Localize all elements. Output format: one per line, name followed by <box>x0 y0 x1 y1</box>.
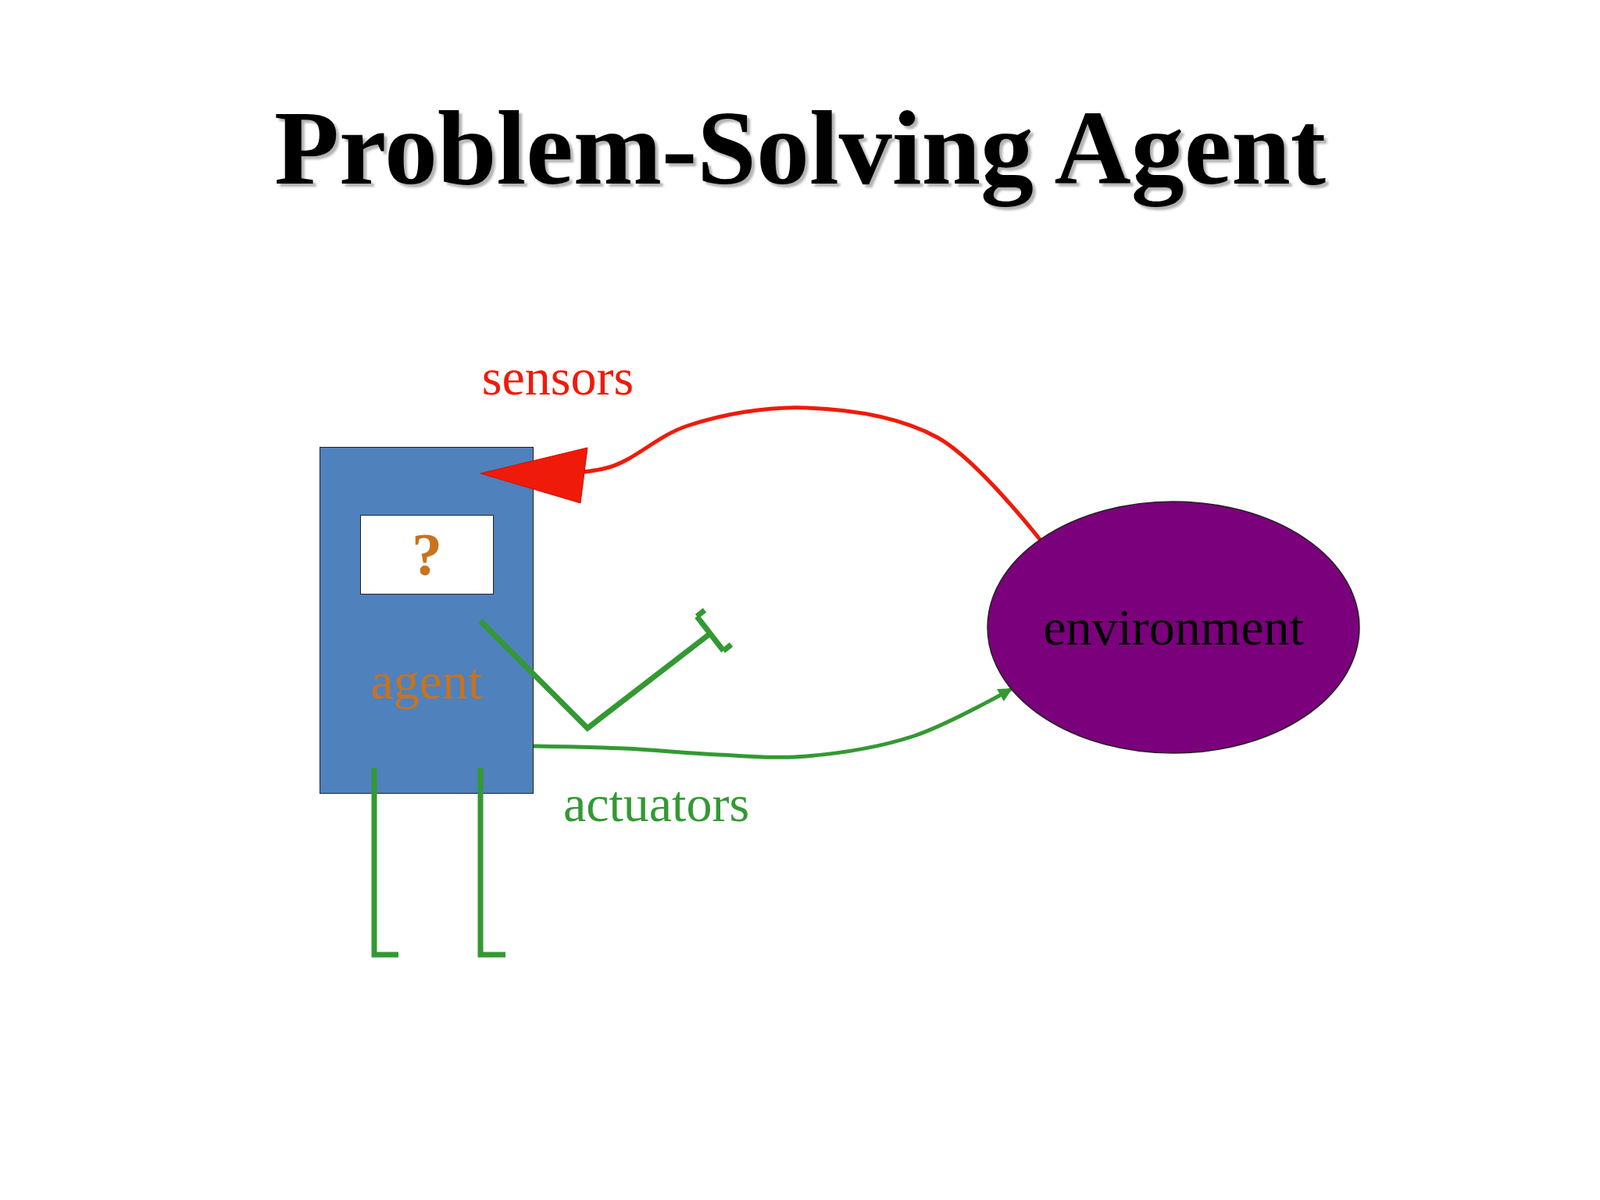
node-label: environment <box>1042 601 1304 654</box>
agent-figure <box>320 447 535 795</box>
agent-box: agent? <box>319 446 534 794</box>
connector-arrow <box>533 407 1040 540</box>
actuator-arm <box>480 621 711 729</box>
agent-leg <box>480 767 506 955</box>
connector-arrow <box>533 689 1012 758</box>
actuator-finger <box>723 644 732 651</box>
environment-shape <box>987 501 1360 754</box>
sensor-eye <box>480 447 588 504</box>
label-anchor: actuators <box>563 778 750 830</box>
agent-leg <box>374 767 399 955</box>
slide-title: Problem-Solving Agent <box>0 84 1600 212</box>
actuator-hand <box>696 616 724 651</box>
sensor-label: sensors <box>482 351 634 404</box>
node-label: ? <box>411 524 443 586</box>
actuator-finger <box>696 610 705 617</box>
display-box: ? <box>360 514 494 595</box>
environment-ellipse: environment <box>986 500 1361 754</box>
node-label: agent <box>371 655 483 708</box>
label-anchor: sensors <box>482 351 634 404</box>
actuator-label: actuators <box>563 778 750 830</box>
